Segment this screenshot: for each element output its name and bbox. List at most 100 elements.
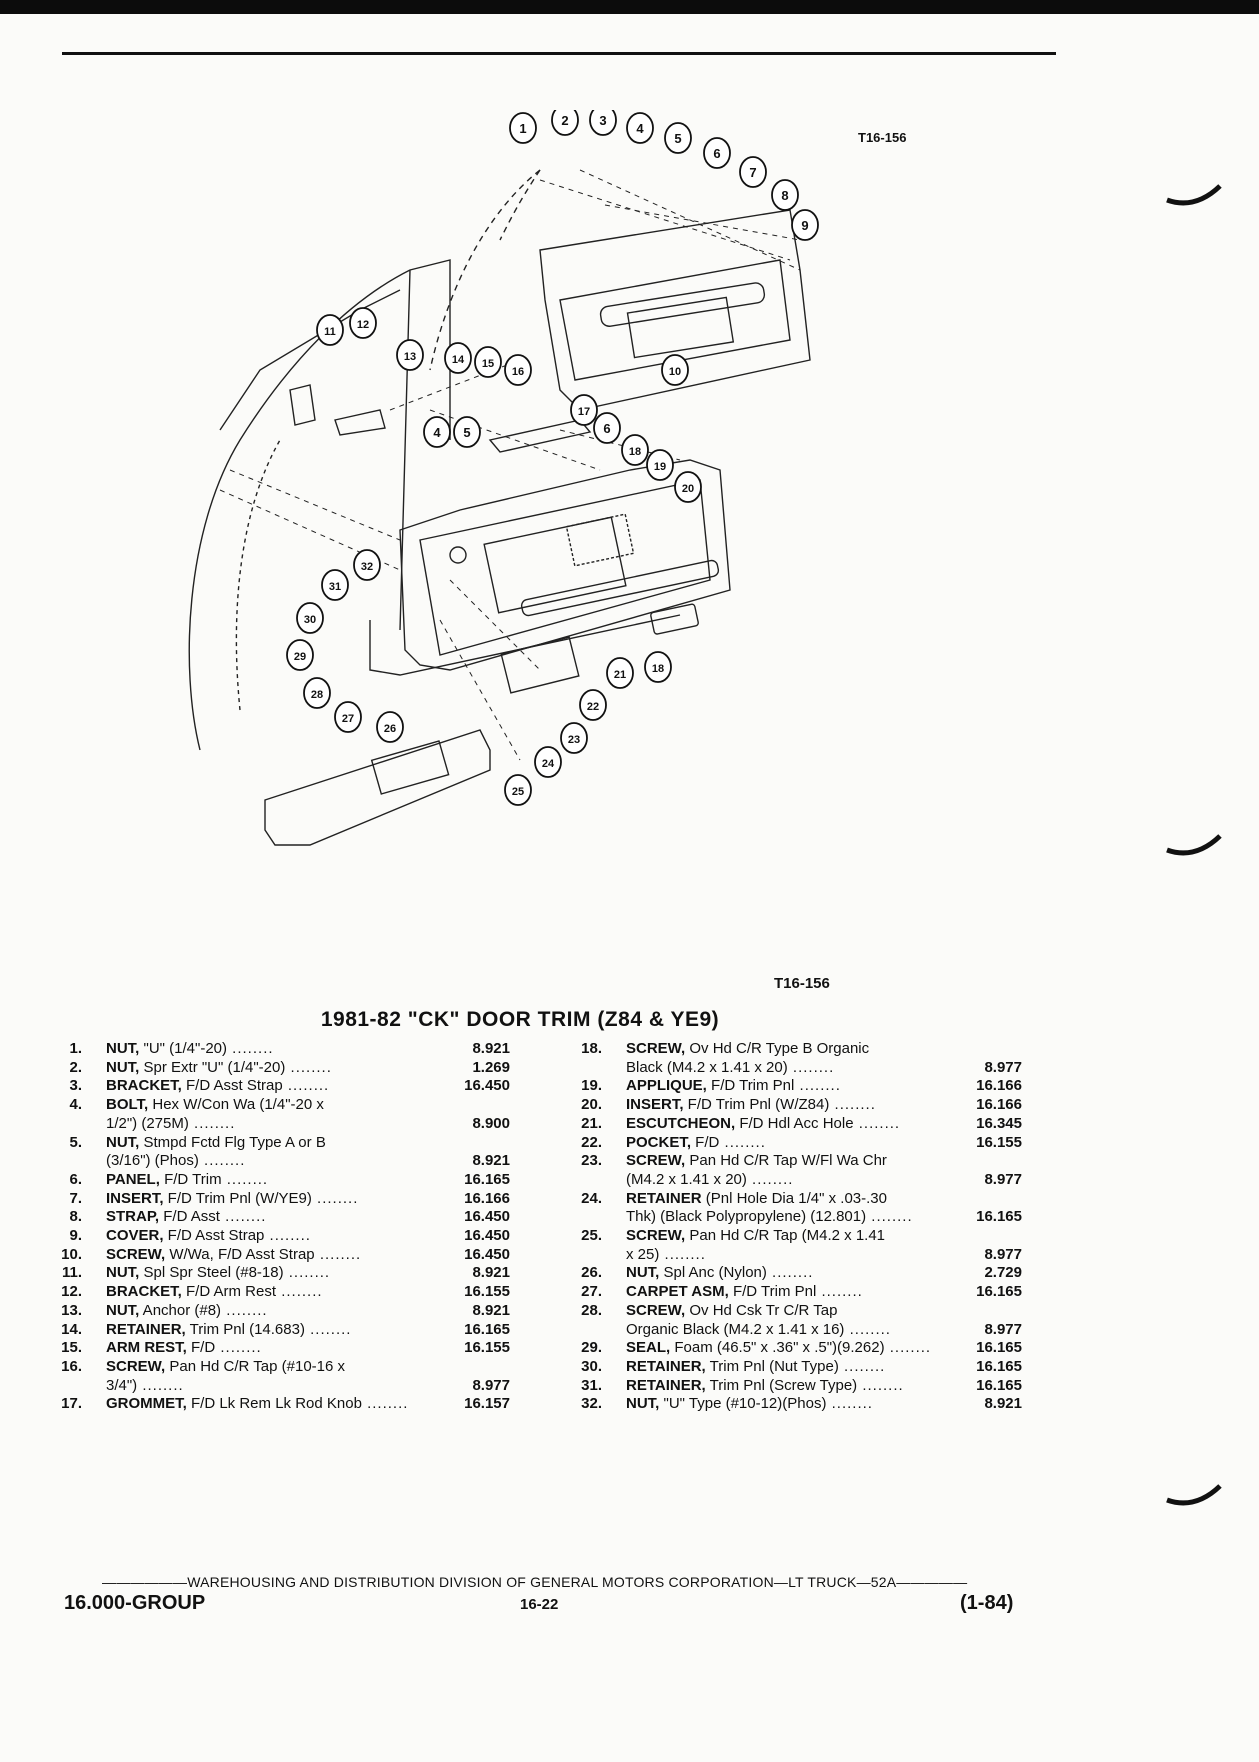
leader-dots: ........	[311, 1189, 359, 1207]
part-number: 32.	[581, 1395, 602, 1413]
part-row: 7.INSERT, F/D Trim Pnl (W/YE9) ........1…	[40, 1190, 540, 1209]
part-description: SCREW, Ov Hd Csk Tr C/R Tap Organic Blac…	[626, 1302, 932, 1339]
callout-5: 5	[453, 416, 481, 448]
callout-6: 6	[593, 412, 621, 444]
part-number: 27.	[581, 1283, 602, 1301]
group-code: 16.165	[976, 1357, 1022, 1375]
callout-label: 19	[654, 461, 666, 473]
part-detail: Pan Hd C/R Tap (#10-16 x 3/4")	[106, 1357, 346, 1394]
part-row: 18.SCREW, Ov Hd C/R Type B Organic Black…	[560, 1040, 1022, 1077]
part-detail: Spr Extr "U" (1/4"-20)	[139, 1058, 286, 1076]
diagram-linework	[188, 169, 811, 846]
callout-label: 25	[512, 786, 524, 798]
part-description: NUT, "U" (1/4"-20) ........	[106, 1040, 430, 1059]
callout-label: 18	[629, 446, 641, 458]
callout-label: 11	[324, 326, 336, 338]
group-code: 2.729	[984, 1264, 1022, 1282]
group-code: 1.269	[472, 1058, 510, 1076]
part-description: NUT, Stmpd Fctd Flg Type A or B (3/16") …	[106, 1134, 430, 1171]
group-code: 16.450	[464, 1245, 510, 1263]
part-description: NUT, Spl Spr Steel (#8-18) ........	[106, 1264, 430, 1283]
binder-hole-mark-1	[1166, 184, 1222, 206]
part-row: 1.NUT, "U" (1/4"-20) ........8.921	[40, 1040, 540, 1059]
callout-label: 24	[542, 758, 555, 770]
callout-label: 15	[482, 358, 494, 370]
part-row: 21. ESCUTCHEON, F/D Hdl Acc Hole ........…	[560, 1115, 1022, 1134]
revision-date: (1-84)	[960, 1592, 1014, 1614]
leader-dots: ........	[829, 1096, 876, 1114]
part-name: SCREW,	[626, 1040, 686, 1057]
part-detail: F/D Lk Rem Lk Rod Knob	[186, 1395, 362, 1413]
callout-label: 17	[578, 406, 590, 418]
callout-label: 28	[311, 689, 323, 701]
part-description: RETAINER (Pnl Hole Dia 1/4" x .03-.30 Th…	[626, 1190, 932, 1227]
part-description: RETAINER, Trim Pnl (14.683) ........	[106, 1321, 430, 1340]
part-row: 4.BOLT, Hex W/Con Wa (1/4"-20 x 1/2") (2…	[40, 1096, 540, 1133]
callout-label: 14	[452, 354, 465, 366]
leader-dots: ........	[866, 1208, 913, 1226]
part-name: NUT,	[106, 1264, 140, 1282]
part-name: SCREW,	[106, 1245, 166, 1263]
part-description: SCREW, W/Wa, F/D Asst Strap ........	[106, 1246, 430, 1265]
part-number: 13.	[61, 1301, 82, 1319]
callout-9: 9	[791, 209, 819, 241]
part-row: 20.INSERT, F/D Trim Pnl (W/Z84) ........…	[560, 1096, 1022, 1115]
part-name: GROMMET,	[106, 1395, 187, 1413]
group-code: 8.977	[984, 1245, 1022, 1263]
part-number: 15.	[61, 1339, 82, 1357]
group-code: 16.155	[464, 1339, 510, 1357]
leader-dots: ........	[285, 1058, 332, 1076]
callout-label: 32	[361, 561, 373, 573]
part-row: 32.NUT, "U" Type (#10-12)(Phos) ........…	[560, 1395, 1022, 1414]
header-rule	[62, 52, 1056, 55]
figure-code-bottom: T16-156	[774, 975, 830, 992]
part-description: STRAP, F/D Asst ........	[106, 1208, 430, 1227]
callout-label: 16	[512, 366, 524, 378]
callout-label: 6	[603, 421, 610, 436]
part-number: 1.	[69, 1040, 82, 1057]
part-detail: F/D Trim Pnl (W/Z84)	[683, 1096, 830, 1114]
group-code: 16.450	[464, 1208, 510, 1226]
part-number: 22.	[581, 1133, 602, 1151]
part-description: INSERT, F/D Trim Pnl (W/YE9) ........	[106, 1190, 430, 1209]
callout-5: 5	[664, 122, 692, 154]
callout-label: 1	[519, 121, 526, 136]
part-row: 26.NUT, Spl Anc (Nylon) ........2.729	[560, 1264, 1022, 1283]
part-row: 17.GROMMET, F/D Lk Rem Lk Rod Knob .....…	[40, 1395, 540, 1414]
group-code: 8.900	[472, 1114, 510, 1132]
leader-dots: ........	[766, 1264, 814, 1282]
part-detail: Spl Spr Steel (#8-18)	[139, 1264, 284, 1282]
callout-label: 2	[561, 113, 568, 128]
group-code: 8.921	[472, 1301, 510, 1319]
part-row: 12.BRACKET, F/D Arm Rest ........16.155	[40, 1283, 540, 1302]
group-code: 8.977	[472, 1376, 510, 1394]
part-description: RETAINER, Trim Pnl (Nut Type) ........	[626, 1358, 932, 1377]
part-detail: F/D Trim Pnl (W/YE9)	[163, 1189, 312, 1207]
part-detail: F/D Trim Pnl	[706, 1077, 795, 1095]
part-description: APPLIQUE, F/D Trim Pnl ........	[626, 1077, 932, 1096]
part-description: ESCUTCHEON, F/D Hdl Acc Hole ........	[626, 1115, 932, 1134]
leader-dots: ........	[188, 1114, 236, 1132]
part-name: STRAP,	[106, 1208, 160, 1226]
callout-8: 8	[771, 179, 799, 211]
part-number: 21.	[581, 1114, 602, 1132]
callout-15: 15	[474, 346, 502, 378]
part-detail: Foam (46.5" x .36" x .5")(9.262)	[670, 1339, 885, 1357]
group-code: 16.165	[976, 1208, 1022, 1226]
part-number: 11.	[61, 1264, 82, 1282]
part-name: NUT,	[106, 1058, 140, 1076]
group-code: 16.165	[976, 1283, 1022, 1301]
group-code: 16.165	[464, 1170, 510, 1188]
part-detail: F/D Trim	[159, 1170, 222, 1188]
callout-4: 4	[626, 112, 654, 144]
part-number: 16.	[61, 1357, 82, 1375]
group-code: 8.921	[472, 1264, 510, 1282]
leader-dots: ........	[227, 1040, 274, 1057]
part-number: 10.	[61, 1245, 82, 1263]
part-row: 9.COVER, F/D Asst Strap ........16.450	[40, 1227, 540, 1246]
part-description: NUT, Spr Extr "U" (1/4"-20) ........	[106, 1059, 430, 1078]
part-number: 23.	[581, 1152, 602, 1170]
part-detail: Anchor (#8)	[139, 1301, 222, 1319]
part-name: INSERT,	[106, 1189, 164, 1207]
part-name: SEAL,	[626, 1339, 671, 1357]
